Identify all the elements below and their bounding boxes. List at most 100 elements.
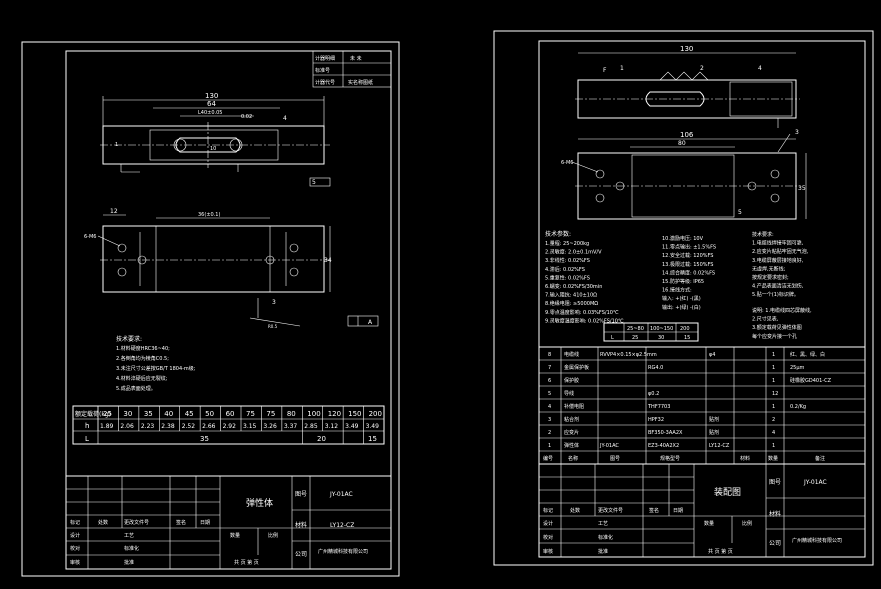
left-h-date: 日期 [200, 520, 210, 526]
bom-header-qty: 数量 [768, 455, 778, 462]
spec-load-9: 80 [287, 410, 296, 418]
spec-load-4: 45 [185, 410, 194, 418]
left-dim-tol: 0.02 [241, 114, 252, 120]
left-tech-requirements: 技术要求: 1.材料硬度HRC36~40; 2.各倒角均为棱角C0.5; 3.未… [116, 335, 196, 392]
spec-h-value-0: 1.89 [100, 423, 114, 430]
bom-note-4: 0.2/Kg [790, 404, 806, 410]
bom-name-1: 金属保护板 [564, 364, 589, 371]
bom-no-1: 7 [548, 365, 551, 371]
bom-header-material: 材料 [740, 455, 750, 462]
left-dim-6m6: 6-M6 [84, 234, 96, 240]
right-dim-106: 106 [680, 131, 694, 139]
right-material-label: 材料 [769, 510, 781, 518]
left-spec-table: 额定载荷(kg) h L 35 20 15 251.89302.06352.23… [72, 405, 385, 445]
right-scale-label: 比例 [742, 520, 752, 527]
bom-count-7: 1 [772, 443, 775, 449]
right-count-label: 数量 [704, 520, 714, 527]
left-dim-4: 4 [283, 115, 287, 122]
bom-qty-6: 贴剂 [709, 429, 719, 436]
spec-load-5: 50 [205, 410, 214, 418]
spec-h-value-7: 3.15 [243, 423, 257, 430]
left-tech-req-4: 4.材料淬硬后应无裂纹; [116, 375, 168, 382]
left-pos-1: 1 [115, 142, 118, 148]
left-dim-130: 130 [205, 92, 218, 100]
right-check: 校对 [543, 534, 553, 541]
spec-h-value-5: 2.66 [202, 423, 216, 430]
spec-h-value-11: 3.12 [325, 423, 339, 430]
tech-col1-line-8: 9.零点温度影响: 0.03%FS/10℃ [545, 309, 619, 316]
right-front-view: 106 80 6-M6 35 3 5 [561, 129, 807, 220]
range-v1: 25 [632, 335, 638, 341]
left-top-row1-label: 计器明细 [315, 55, 335, 62]
right-range-table: 25~80 100~150 200 L 25 30 15 [603, 322, 699, 342]
bom-header-spec: 规格型号 [660, 455, 680, 462]
tech-col2-line-8: 输出: +(绿) -(白) [662, 304, 701, 311]
left-design: 设计 [70, 532, 80, 539]
left-dim-3: 3 [272, 299, 276, 306]
left-sheets: 共 页 第 页 [234, 559, 259, 566]
spec-h-value-1: 2.06 [120, 423, 134, 430]
right-leader-4: 4 [758, 65, 762, 72]
bom-code-7: JY-01AC [599, 443, 619, 449]
right-approve: 批准 [598, 548, 608, 555]
right-sheet: 130 1 2 4 F 106 80 6-M6 [493, 30, 874, 566]
left-company: 广州精城科技有限公司 [318, 548, 368, 555]
left-drawing-no: JY-01AC [329, 491, 353, 498]
left-drawing-no-label: 图号 [295, 491, 307, 498]
tech-col1-line-3: 4.滞后: 0.02%FS [545, 266, 585, 273]
range-h2: 100~150 [650, 326, 673, 332]
tech-col1-line-1: 2.灵敏度: 2.0±0.1mV/V [545, 249, 602, 256]
spec-l-value-c: 15 [368, 435, 377, 443]
left-tech-title: 技术要求: [116, 335, 142, 343]
tech-col1-line-4: 5.重复性: 0.02%FS [545, 274, 590, 281]
left-dim-12: 12 [110, 208, 118, 215]
left-top-row3-label: 计器代号 [315, 79, 335, 86]
left-count-label: 数量 [230, 532, 240, 539]
tech-col3-line-0: 技术要求: [752, 231, 774, 238]
note-line-1: 2.尺寸见表, [752, 316, 779, 323]
right-sheet-outer-border [493, 30, 874, 566]
spec-load-7: 75 [246, 410, 255, 418]
left-datum: A [368, 319, 373, 326]
tech-col2-line-7: 输入: +(红) -(黑) [662, 295, 701, 302]
bom-spec-3: φ0.2 [648, 391, 659, 397]
right-tech-col3: 技术要求:1.电缆线焊接牢固可靠,2.应变片粘贴牢固无气泡,3.电缆屏蔽层接地良… [752, 231, 809, 298]
left-top-row1-value: 未 未 [350, 55, 362, 62]
bom-name-5: 粘合剂 [564, 416, 579, 423]
spec-load-10: 100 [307, 410, 320, 418]
bom-count-5: 2 [772, 417, 775, 423]
bom-no-5: 3 [548, 417, 551, 423]
spec-l-value-b: 20 [317, 435, 326, 443]
right-title-block: 装配图 图号 JY-01AC 材料 公司 广州精城科技有限公司 标记 处数 更改… [538, 463, 866, 558]
bom-name-6: 应变片 [564, 429, 579, 436]
right-tech-title: 技术参数: [545, 230, 571, 238]
bom-name-4: 补偿电阻 [564, 403, 584, 410]
spec-header-label: 额定载荷(kg) [75, 410, 111, 418]
tech-col3-line-2: 2.应变片粘贴牢固无气泡, [752, 248, 809, 255]
bom-spec-5: HPF32 [648, 417, 664, 423]
right-std: 标准化 [598, 534, 613, 541]
spec-load-11: 120 [328, 410, 341, 418]
left-title-block: 弹性体 图号 JY-01AC 材料 LY12-CZ 公司 广州精城科技有限公司 … [65, 475, 392, 570]
left-top-row3-value: 实名称图纸 [348, 79, 373, 86]
right-h-mark: 标记 [543, 507, 553, 514]
bom-qty-7: LY12-CZ [709, 443, 730, 449]
tech-col1-line-0: 1.量程: 25~200kg [545, 240, 589, 247]
tech-col3-line-1: 1.电缆线焊接牢固可靠, [752, 240, 804, 247]
bom-name-7: 弹性体 [564, 442, 579, 449]
left-tech-req-1: 1.材料硬度HRC36~40; [116, 345, 170, 352]
bom-qty-5: 贴剂 [709, 416, 719, 423]
left-dim-36: 36(±0.1) [198, 212, 220, 218]
right-leader-3: 3 [795, 129, 799, 136]
tech-col1-line-2: 3.非线性: 0.02%FS [545, 257, 590, 264]
right-tech-col1: 1.量程: 25~200kg 2.灵敏度: 2.0±0.1mV/V3.非线性: 0… [545, 240, 624, 324]
bom-header-note: 备注 [815, 455, 825, 462]
right-label-f: F [603, 67, 607, 74]
bom-count-3: 12 [772, 391, 778, 397]
spec-h-value-8: 3.26 [263, 423, 277, 430]
spec-h-label: h [85, 422, 89, 430]
bom-header-no: 编号 [543, 455, 553, 462]
bom-name-3: 导线 [564, 390, 574, 397]
left-sheet-outer-border [21, 41, 400, 577]
tech-col2-line-2: 12.安全过载: 120%FS [662, 252, 713, 259]
